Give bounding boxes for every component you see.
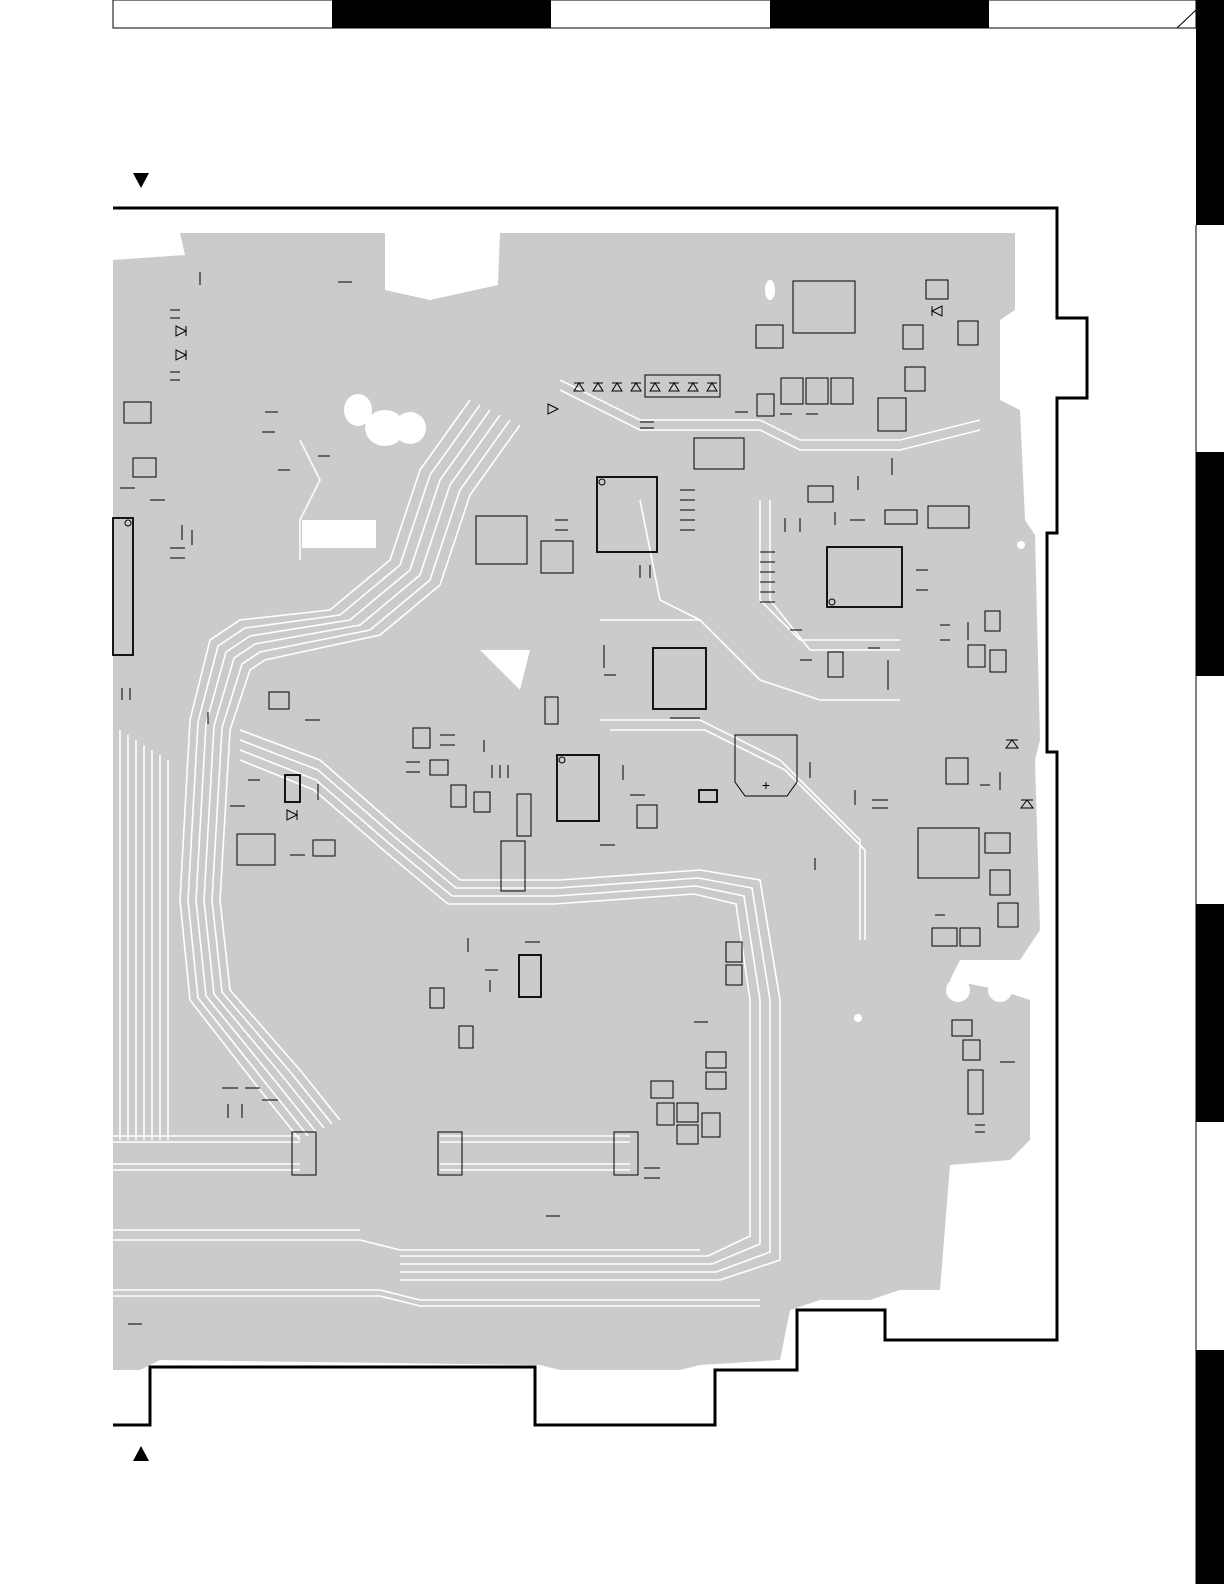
side-tab-2 xyxy=(1196,452,1224,676)
up-triangle-icon xyxy=(133,1446,149,1461)
pad-hole xyxy=(344,394,372,426)
pad-hole xyxy=(988,978,1012,1002)
board-copper xyxy=(113,233,1040,1370)
pad-hole xyxy=(765,280,775,300)
header-corner xyxy=(1177,0,1196,28)
board-fill xyxy=(113,233,1040,1370)
pad-hole xyxy=(604,1374,610,1380)
side-tab-4 xyxy=(1196,1350,1224,1584)
cutout-1 xyxy=(302,520,376,548)
pad-hole xyxy=(629,1374,635,1380)
header-strip xyxy=(113,0,1196,28)
pad-hole xyxy=(854,1014,862,1022)
pad-hole xyxy=(1017,541,1025,549)
header-block-black-1 xyxy=(332,0,551,28)
side-tab-3 xyxy=(1196,904,1224,1122)
pad-hole xyxy=(654,1374,660,1380)
side-tabs xyxy=(1196,0,1224,1584)
header-block-black-2 xyxy=(770,0,989,28)
pad-hole xyxy=(394,412,426,444)
side-tab-top-corner xyxy=(1196,0,1224,225)
pad-hole xyxy=(946,978,970,1002)
cap-plus-label: + xyxy=(762,777,770,793)
down-triangle-icon xyxy=(133,173,149,188)
